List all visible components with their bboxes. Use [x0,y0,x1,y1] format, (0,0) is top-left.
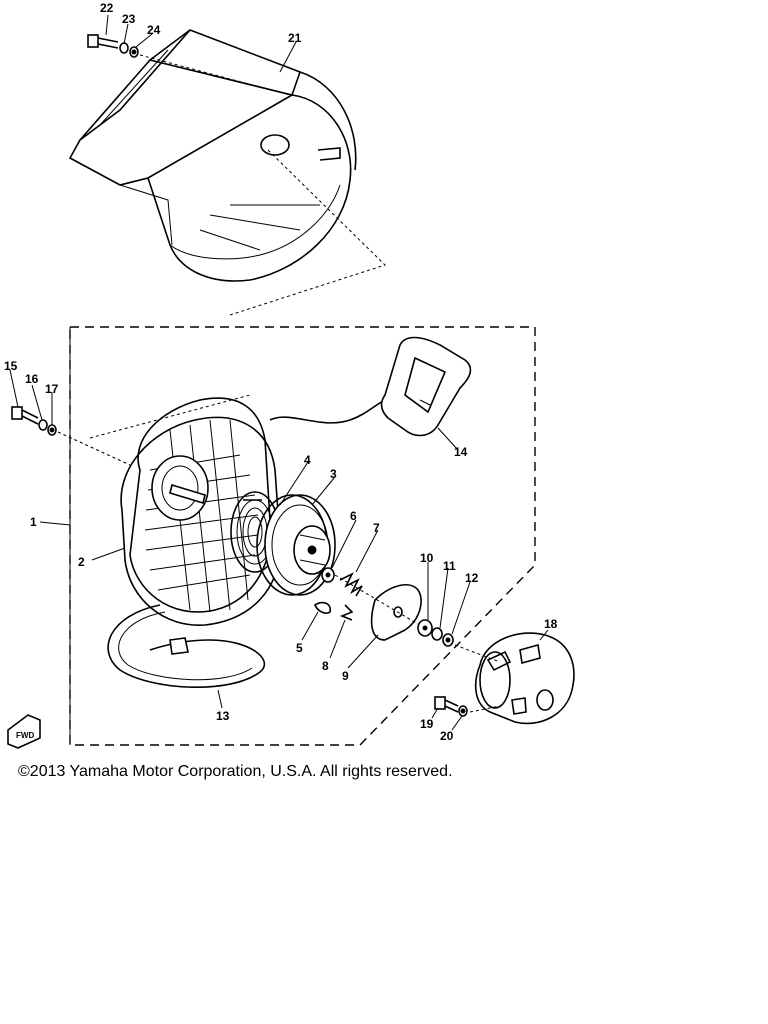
callout-22: 22 [100,1,114,15]
callout-15: 15 [4,359,18,373]
fwd-label: FWD [16,731,34,740]
starter-case [120,397,281,626]
callout-4: 4 [304,453,311,467]
callout-20: 20 [440,729,454,743]
callout-11: 11 [443,559,456,573]
bolt-15 [11,406,57,436]
washer-11 [431,627,443,641]
leader-lines [9,14,549,731]
pawl-5 [314,601,332,614]
bolt-22 [87,34,139,58]
callout-6: 6 [350,509,357,523]
fan-housing [68,29,357,282]
callout-2: 2 [78,555,85,569]
spring-8 [339,604,354,621]
callout-3: 3 [330,467,337,481]
callout-14: 14 [454,445,468,459]
callout-24: 24 [147,23,161,37]
callout-17: 17 [45,382,59,396]
callout-12: 12 [465,571,479,585]
callout-16: 16 [25,372,39,386]
fwd-arrow-icon: FWD [7,714,41,749]
callout-23: 23 [122,12,136,26]
spring-7 [339,572,363,597]
callout-19: 19 [420,717,434,731]
drive-cup [474,632,575,725]
bolt-19 [434,696,468,717]
starter-handle [269,336,472,437]
callout-21: 21 [288,31,302,45]
callout-5: 5 [296,641,303,655]
copyright-notice: ©2013 Yamaha Motor Corporation, U.S.A. A… [18,763,453,780]
callout-13: 13 [216,709,230,723]
reel-pulley [256,494,336,596]
callout-7: 7 [373,521,380,535]
callout-18: 18 [544,617,558,631]
starter-rope [107,604,266,689]
callout-9: 9 [342,669,349,683]
callout-8: 8 [322,659,329,673]
parts-diagram: FWD 22 23 24 21 15 16 17 1 [4,1,575,749]
friction-plate [370,584,422,641]
callout-10: 10 [420,551,434,565]
callouts: 22 23 24 21 15 16 17 1 2 4 3 6 7 5 8 9 1… [4,1,558,743]
callout-1: 1 [30,515,37,529]
